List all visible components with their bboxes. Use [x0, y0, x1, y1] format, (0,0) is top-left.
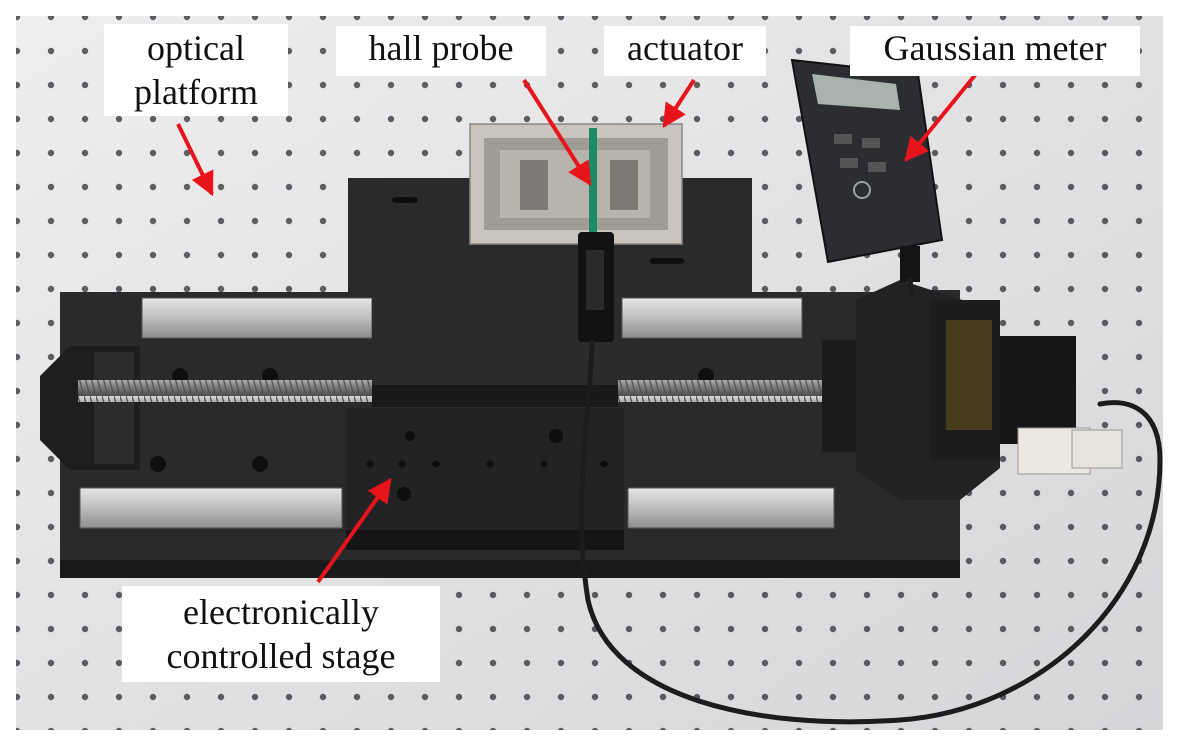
arrow-actuator: [662, 78, 696, 129]
actuator-device: [469, 123, 683, 245]
label-gaussian-meter-text: Gaussian meter: [883, 28, 1107, 68]
label-gaussian-meter: Gaussian meter: [850, 26, 1140, 76]
label-actuator: actuator: [604, 26, 766, 76]
upper-stage-block: [372, 238, 618, 407]
bearing-block-left: [40, 346, 140, 470]
arrow-hall-probe: [522, 78, 592, 187]
label-optical-line1: optical: [147, 28, 245, 68]
label-stage-line2: controlled stage: [166, 636, 396, 676]
label-stage-line1: electronically: [183, 592, 379, 632]
arrow-gaussian-meter: [904, 72, 978, 162]
label-electronically-controlled-stage: electronically controlled stage: [122, 586, 440, 682]
linear-rails: [79, 297, 835, 529]
annotation-arrows: [176, 72, 978, 584]
label-optical-line2: platform: [134, 72, 258, 112]
electronically-controlled-stage-body: [346, 408, 624, 550]
arrow-stage: [316, 478, 392, 584]
meter-logo-icon: [853, 181, 871, 199]
label-hall-probe: hall probe: [336, 26, 546, 76]
motor-assembly: [822, 280, 1123, 500]
arrow-optical-platform: [176, 123, 214, 197]
cables: [578, 277, 1163, 725]
label-hall-probe-text: hall probe: [368, 28, 514, 68]
label-optical-platform: optical platform: [104, 24, 288, 116]
label-actuator-text: actuator: [627, 28, 743, 68]
hall-probe: [578, 128, 614, 342]
